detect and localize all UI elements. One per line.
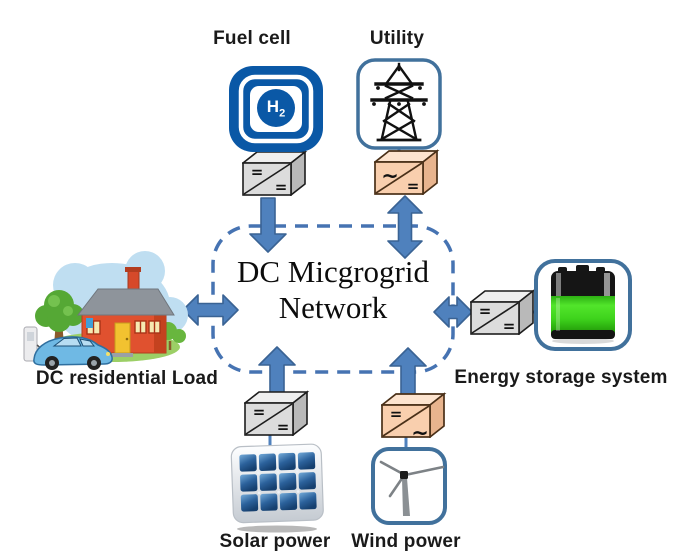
power-flow-arrows — [182, 195, 473, 408]
residential-load-label: DC residential Load — [35, 368, 219, 389]
fuel-cell-label: Fuel cell — [213, 28, 291, 49]
hydrogen-symbol: H — [266, 97, 280, 116]
solar-converter-output-symbol: = — [277, 418, 290, 436]
dc-bus-title: DC Micgrogrid Network — [213, 254, 453, 326]
fuel-cell-icon — [229, 66, 323, 152]
fuelcell-to-bus-arrow — [249, 197, 287, 253]
battery-icon — [551, 265, 615, 344]
hydrogen-circle — [257, 89, 295, 127]
house-icon — [76, 267, 175, 357]
utility-converter-output-symbol: = — [407, 177, 420, 195]
ev-car-icon — [33, 336, 113, 370]
utility-icon — [356, 58, 442, 150]
utility-bus-bidirectional-arrow — [387, 195, 423, 259]
converters: = = ~ = = = = = = ~ — [242, 150, 534, 445]
load-bus-bidirectional-arrow — [182, 294, 239, 326]
tower-insulators — [372, 86, 426, 106]
fuelcell-converter-output-symbol: = — [275, 178, 288, 196]
wind-power-label: Wind power — [351, 531, 461, 552]
dc-bus-title-line2: Network — [278, 290, 388, 325]
dc-bus-title-line1: DC Micgrogrid — [236, 254, 429, 289]
wind-power-icon — [371, 447, 447, 525]
wind-converter-input-symbol: = — [390, 405, 403, 423]
solar-panel-icon — [230, 443, 324, 524]
hydrogen-subscript: 2 — [279, 107, 286, 120]
hydrogen-label: H2 — [256, 97, 296, 119]
wind-turbine-icon — [379, 460, 445, 516]
small-blue-window — [86, 318, 93, 328]
transmission-tower-icon — [370, 62, 428, 142]
energy-storage-label: Energy storage system — [454, 367, 668, 388]
solar-converter-input-symbol: = — [253, 403, 266, 421]
fuelcell-converter-input-symbol: = — [251, 163, 264, 181]
storage-converter-output-symbol: = — [503, 317, 516, 335]
residential-load-icon — [23, 251, 188, 370]
utility-converter-input-symbol: ~ — [381, 164, 399, 188]
utility-label: Utility — [369, 28, 425, 49]
storage-converter-input-symbol: = — [479, 302, 492, 320]
solar-panel-shadow — [237, 525, 317, 533]
wind-converter-output-symbol: ~ — [411, 421, 429, 445]
solar-power-label: Solar power — [219, 531, 331, 552]
energy-storage-icon — [534, 259, 632, 351]
